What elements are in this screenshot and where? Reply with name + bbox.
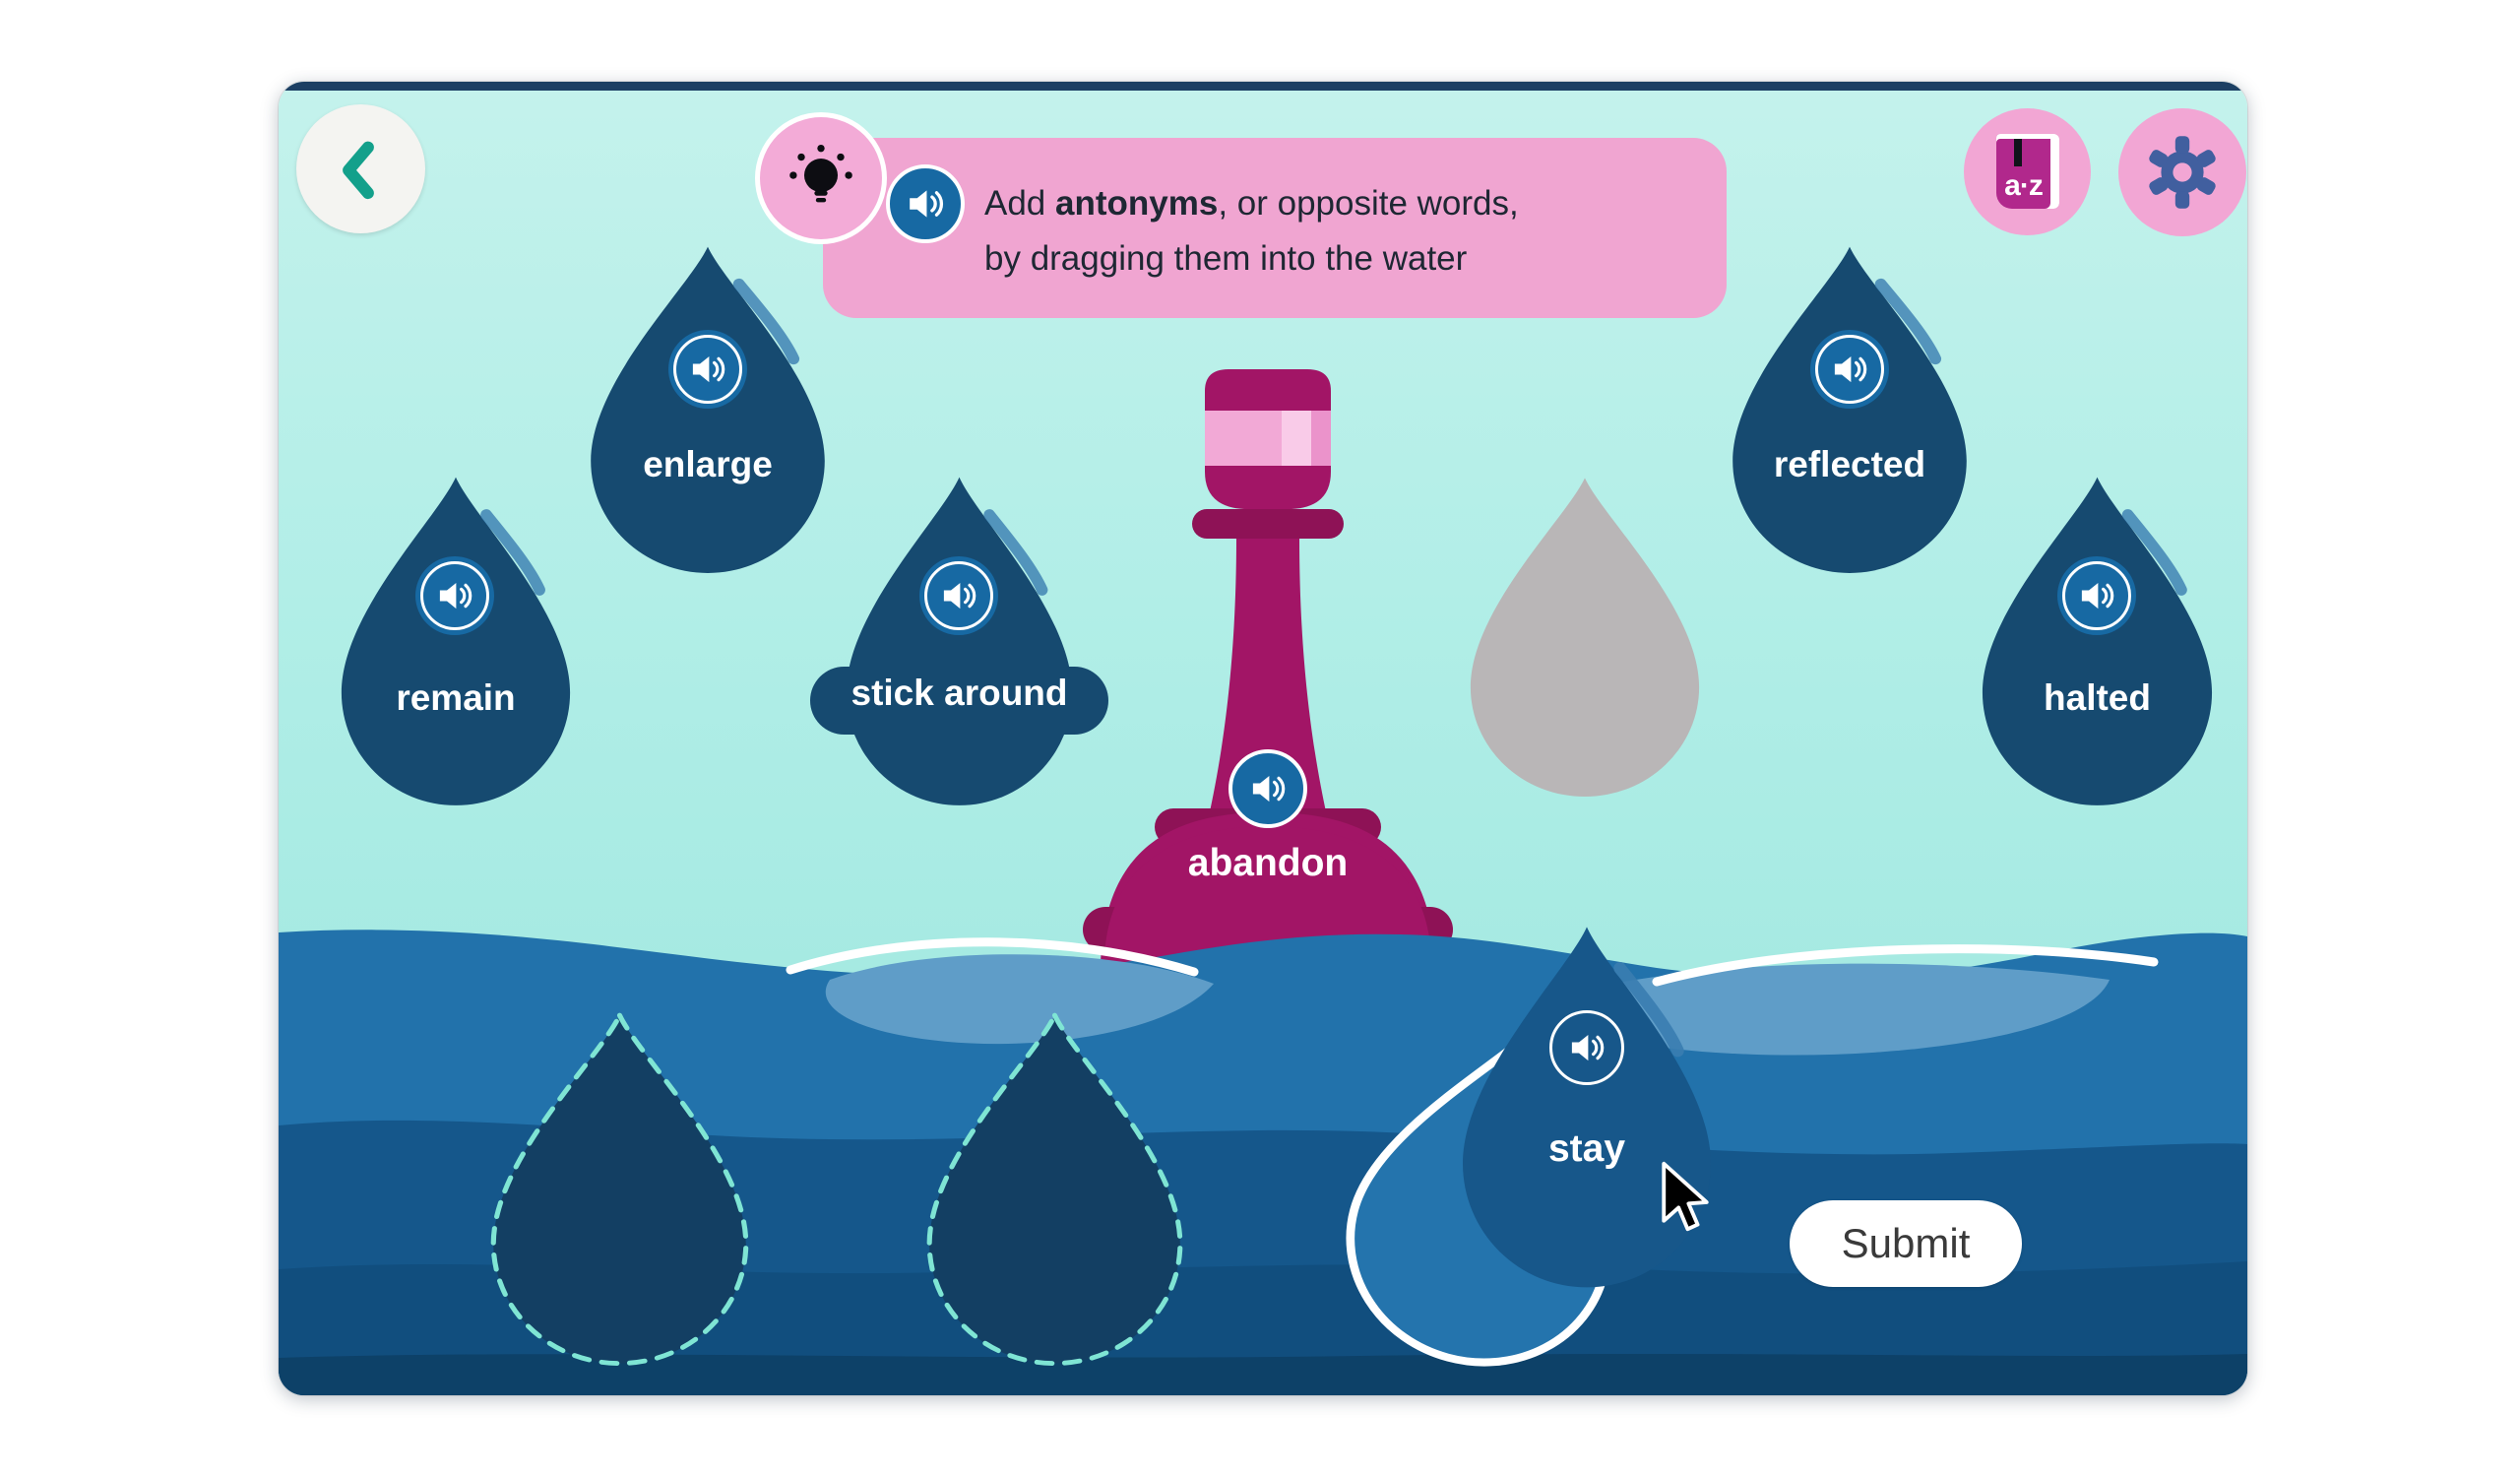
settings-button[interactable] (2118, 108, 2246, 236)
back-chevron-icon (342, 141, 374, 199)
instruction-banner: Add antonyms, or opposite words, by drag… (823, 138, 1727, 318)
audio-button[interactable] (668, 330, 747, 409)
foam-highlight-left (786, 937, 1199, 977)
lightbulb-icon (789, 144, 852, 203)
drop-slot-2[interactable] (915, 1007, 1194, 1369)
bookmark-icon (2014, 139, 2022, 166)
audio-button[interactable] (1810, 330, 1889, 409)
audio-button[interactable] (1228, 749, 1307, 828)
droplet-shape (1982, 477, 2213, 805)
word-droplet-remain[interactable]: remain (329, 470, 583, 810)
gear-icon (2149, 136, 2216, 209)
speaker-icon (692, 355, 725, 383)
instruction-text: Add antonyms, or opposite words, by drag… (984, 176, 1519, 287)
speaker-icon (1834, 355, 1867, 383)
droplet-shape (341, 477, 571, 805)
word-label: enlarge (643, 444, 773, 484)
speaker-icon (910, 190, 944, 218)
target-word-label: abandon (1187, 842, 1349, 884)
water-light-patch-left (825, 954, 1214, 1045)
submit-button[interactable]: Submit (1790, 1200, 2022, 1287)
word-label: stay (1547, 1127, 1626, 1170)
speaker-icon (943, 582, 976, 610)
speaker-icon (439, 582, 472, 610)
droplet-shape (1463, 927, 1711, 1288)
water (279, 930, 2247, 1395)
cursor-arrow-icon (1662, 1161, 1709, 1232)
word-droplet-stick-around[interactable]: stick around (810, 470, 1108, 810)
audio-button[interactable] (415, 556, 494, 635)
word-label: stick around (850, 673, 1068, 713)
word-droplet-reflected[interactable]: reflected (1720, 239, 1980, 578)
instruction-line-1: Add antonyms, or opposite words, (984, 184, 1519, 223)
drop-slot-1[interactable] (479, 1007, 760, 1369)
instruction-audio-button[interactable] (886, 164, 965, 243)
dragged-droplet-stay[interactable]: stay (1449, 919, 1725, 1293)
label-pill (810, 667, 1108, 735)
speaker-icon (1571, 1034, 1605, 1061)
droplet-shape (591, 246, 825, 573)
foam-highlight-right (1652, 944, 2159, 987)
card-top-strip (279, 82, 2247, 91)
activity-card: enlarge remain stick around reflected (279, 82, 2247, 1395)
word-label: halted (2044, 677, 2151, 718)
dictionary-icon: a·z (1996, 134, 2059, 209)
speaker-icon (1252, 775, 1286, 803)
word-droplet-halted[interactable]: halted (1970, 470, 2225, 810)
water-light-patch-right (1539, 963, 2110, 1056)
buoy (1083, 369, 1453, 964)
droplet-shape (846, 477, 1073, 805)
back-button[interactable] (296, 104, 425, 233)
dictionary-button[interactable]: a·z (1964, 108, 2091, 235)
word-label: remain (396, 677, 516, 718)
speaker-icon (2081, 582, 2114, 610)
placeholder-droplet (1458, 471, 1712, 802)
dictionary-icon-label: a·z (2004, 169, 2044, 202)
word-label: reflected (1773, 444, 1926, 484)
audio-button[interactable] (1547, 1008, 1626, 1087)
hint-button[interactable] (760, 117, 882, 239)
word-droplet-enlarge[interactable]: enlarge (578, 239, 838, 578)
droplet-shape (1470, 478, 1700, 798)
audio-button[interactable] (919, 556, 998, 635)
droplet-shape (1732, 246, 1967, 573)
audio-button[interactable] (2057, 556, 2136, 635)
instruction-line-2: by dragging them into the water (984, 239, 1468, 278)
water-band-deepest (279, 1354, 2247, 1395)
